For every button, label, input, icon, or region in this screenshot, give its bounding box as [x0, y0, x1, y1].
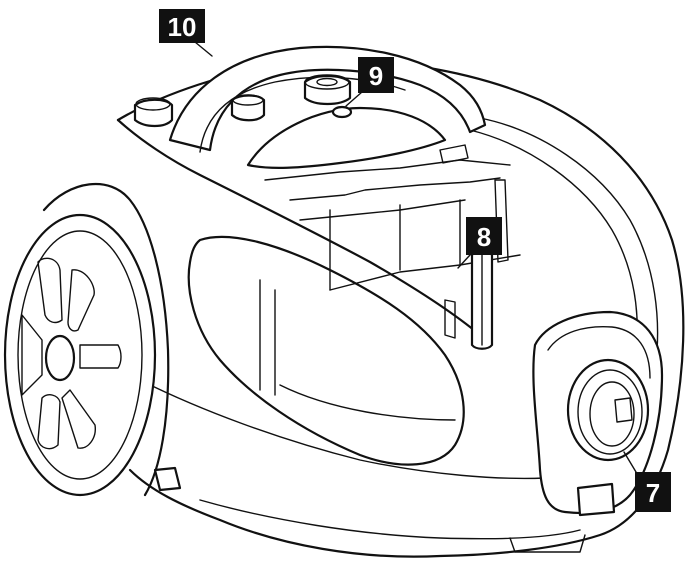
inner-frame-ledge	[299, 199, 466, 221]
inner-frame-back	[289, 177, 501, 201]
body-inner-rim-2	[469, 129, 638, 353]
callout-8: 8	[466, 217, 502, 255]
body-inner-rim	[479, 117, 659, 371]
inner-frame-top	[264, 159, 511, 181]
body-upper-rim	[116, 118, 482, 337]
top-cylinder-right	[303, 74, 352, 106]
leader-8	[457, 254, 471, 269]
side-panel-lower-edge	[279, 384, 456, 421]
wheel-spoke-6	[21, 314, 43, 396]
inner-rib-1	[444, 299, 456, 339]
inlet-ring-inner	[577, 369, 643, 455]
inlet-clip	[576, 482, 616, 517]
carry-handle	[168, 45, 487, 152]
wheel-inner-rim	[17, 230, 143, 480]
base-foot	[509, 534, 586, 553]
wheel-latch	[153, 466, 182, 492]
leader-10	[194, 41, 213, 57]
wheel-spoke-1	[37, 257, 63, 324]
callout-9: 9	[358, 57, 394, 93]
callout-9-label: 9	[369, 61, 383, 91]
top-cylinder-right-cap	[304, 74, 350, 90]
wheel-hub	[44, 334, 76, 382]
top-cylinder-mid	[230, 94, 266, 122]
inlet-lock-tab	[614, 397, 633, 423]
top-cylinder-right-hole	[316, 77, 338, 87]
callout-7-label: 7	[646, 478, 660, 508]
leader-9	[345, 91, 363, 107]
inner-clip	[439, 144, 469, 164]
callout-7: 7	[635, 472, 671, 512]
wheel-spoke-5	[37, 394, 61, 450]
inlet-opening	[589, 381, 635, 447]
wheel-spoke-3	[79, 344, 122, 369]
side-panel-inner-shade	[259, 279, 276, 396]
wheel-spoke-4	[61, 389, 96, 449]
inner-back-wall	[329, 199, 461, 291]
base-plate	[199, 499, 581, 540]
side-panel-opening	[187, 235, 465, 466]
top-cylinder-left-cap	[135, 97, 171, 111]
wheel-spoke-2	[67, 269, 95, 332]
lower-body-band	[139, 379, 546, 480]
wheel-housing	[42, 182, 170, 497]
leader-7	[623, 451, 637, 473]
top-cylinder-mid-cap	[232, 94, 264, 106]
release-button	[331, 105, 353, 119]
callout-10: 10	[159, 9, 205, 43]
dust-container-dome	[246, 106, 447, 169]
callout-10-label: 10	[168, 12, 197, 42]
callout-8-label: 8	[477, 222, 491, 252]
inlet-housing-inner	[547, 325, 651, 379]
top-cylinder-left	[133, 98, 174, 128]
